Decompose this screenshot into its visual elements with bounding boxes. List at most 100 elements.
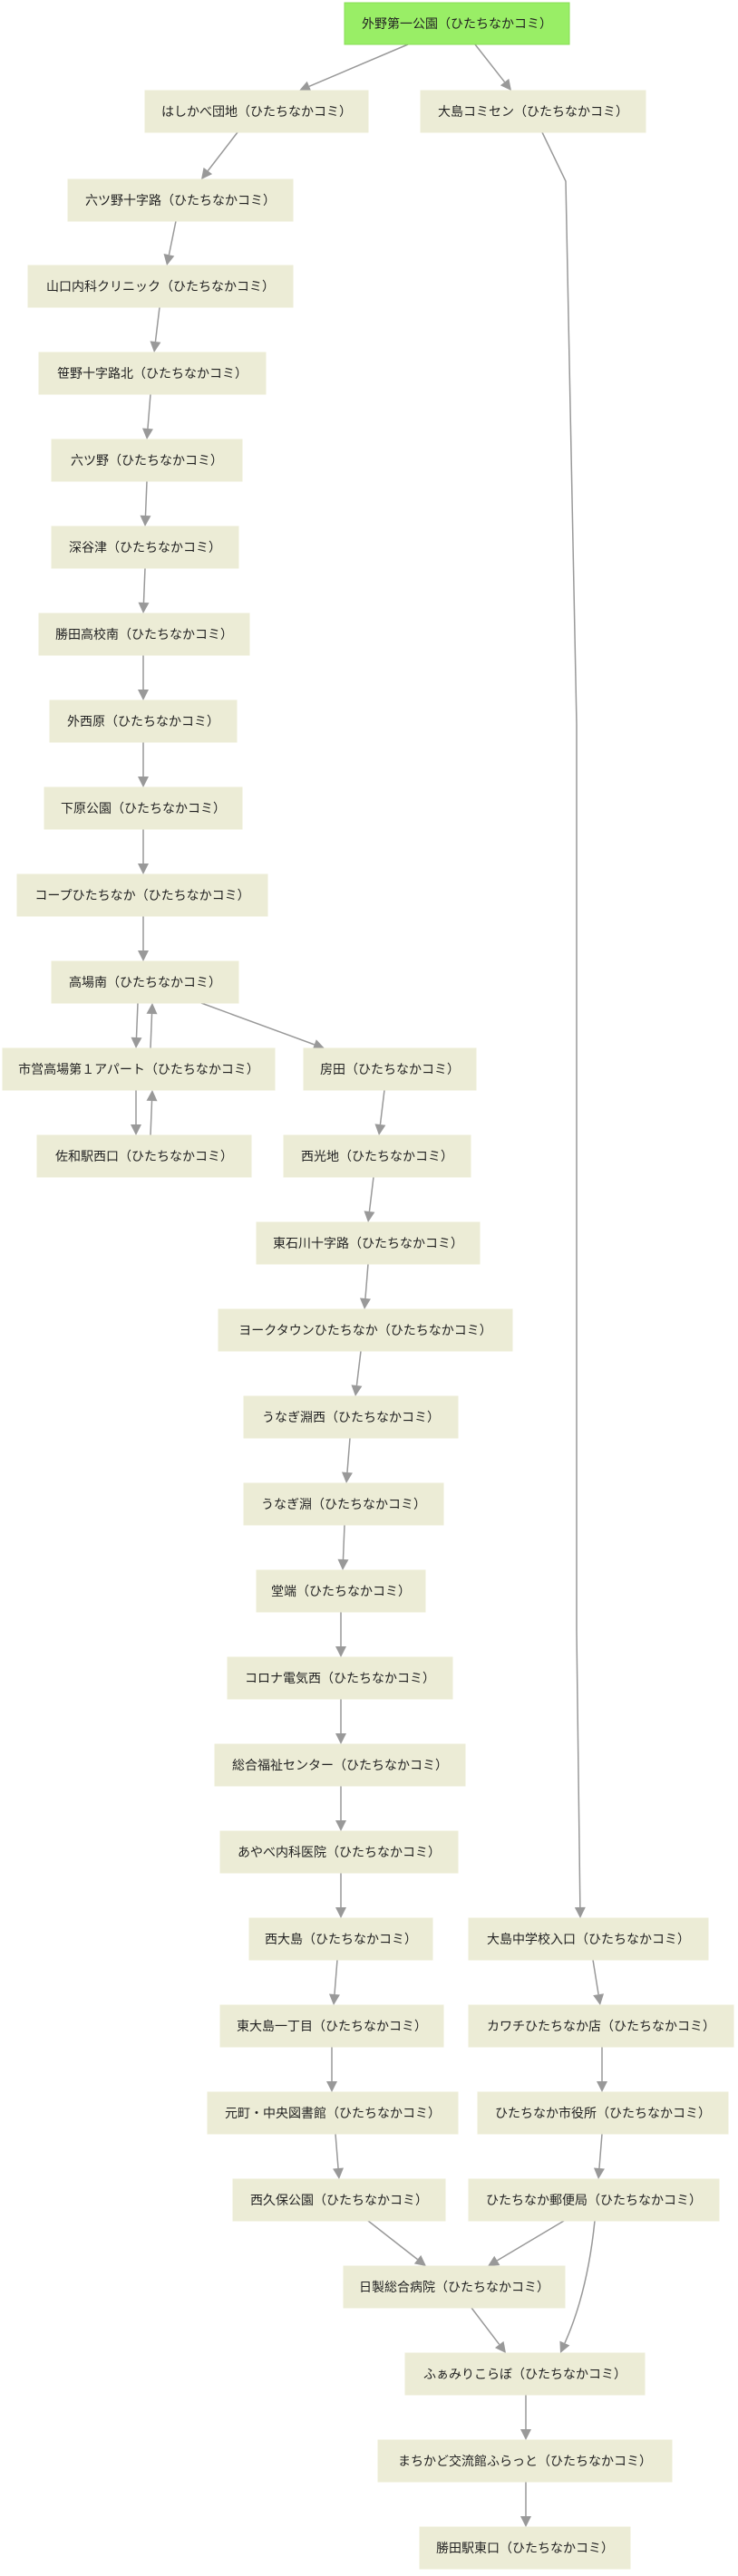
node-label: 高場南（ひたちなかコミ） (69, 975, 221, 990)
edge-line (147, 393, 151, 429)
node-label: カワチひたちなか店（ひたちなかコミ） (487, 2020, 715, 2034)
node-label: 外野第一公園（ひたちなかコミ） (362, 16, 552, 32)
node-label: コロナ電気西（ひたちなかコミ） (245, 1672, 435, 1686)
arrow-head-icon (335, 1646, 346, 1657)
node-label: 総合福祉センター（ひたちなかコミ） (232, 1759, 448, 1773)
arrow-head-icon (138, 777, 149, 787)
node-label: 勝田高校南（ひたちなかコミ） (55, 627, 233, 642)
node-label: 西久保公園（ひたちなかコミ） (250, 2194, 428, 2208)
edge-line (598, 2133, 603, 2169)
node-box (377, 2439, 673, 2483)
arrow-head-icon (520, 2429, 531, 2440)
stop-node-n12: 高場南（ひたちなかコミ） (51, 960, 239, 1004)
stop-node-n9: 外西原（ひたちなかコミ） (49, 699, 238, 743)
stop-node-n26: 大島中学校入口（ひたちなかコミ） (468, 1917, 709, 1961)
stop-node-n22: コロナ電気西（ひたちなかコミ） (227, 1656, 453, 1700)
node-box (420, 90, 646, 133)
edge-n28-n30 (597, 2047, 607, 2092)
arrow-head-icon (559, 2340, 570, 2353)
edge-line (364, 1263, 369, 1299)
stop-node-n34: ふぁみりこらぼ（ひたちなかコミ） (404, 2352, 646, 2396)
edge-n12-n14 (200, 1002, 325, 1050)
stop-node-n33: 日製総合病院（ひたちなかコミ） (343, 2265, 566, 2309)
node-box (38, 613, 250, 656)
edge-n0-n2 (474, 43, 511, 91)
arrow-head-icon (488, 2255, 500, 2266)
edge-line (564, 2220, 596, 2344)
node-box (468, 2178, 720, 2222)
arrow-head-icon (140, 515, 151, 526)
arrow-head-icon (146, 1090, 158, 1102)
arrow-head-icon (131, 1037, 142, 1048)
edge-line (379, 1089, 385, 1125)
edge-n1-n3 (201, 131, 238, 179)
node-box (67, 178, 294, 222)
arrow-head-icon (494, 2340, 506, 2353)
arrow-head-icon (593, 2167, 605, 2179)
node-box (404, 2352, 646, 2396)
node-box (214, 1743, 466, 1787)
arrow-head-icon (138, 863, 149, 874)
node-box (218, 1308, 513, 1352)
arrow-head-icon (337, 1558, 349, 1570)
node-label: まちかど交流館ふらっと（ひたちなかコミ） (398, 2454, 652, 2469)
arrow-head-icon (520, 2516, 531, 2527)
stop-node-n11: コープひたちなか（ひたちなかコミ） (16, 873, 268, 917)
arrow-head-icon (335, 1907, 346, 1918)
node-label: 山口内科クリニック（ひたちなかコミ） (46, 280, 275, 294)
edge-line (154, 306, 160, 343)
stop-node-n7: 深谷津（ひたちなかコミ） (51, 526, 239, 569)
edge-n32-n33 (488, 2220, 565, 2266)
node-box (468, 2004, 734, 2048)
node-label: 佐和駅西口（ひたちなかコミ） (55, 1150, 233, 1164)
edge-line (355, 1350, 362, 1386)
node-label: 勝田駅東口（ひたちなかコミ） (436, 2542, 614, 2556)
node-label: 外西原（ひたちなかコミ） (67, 715, 219, 729)
stop-node-n32: ひたちなか郵便局（ひたちなかコミ） (468, 2178, 720, 2222)
edge-n5-n6 (141, 393, 153, 439)
stop-node-n27: 東大島一丁目（ひたちなかコミ） (219, 2004, 444, 2048)
stop-node-n30: ひたちなか市役所（ひたちなかコミ） (477, 2091, 729, 2135)
stop-node-n15: 佐和駅西口（ひたちなかコミ） (36, 1134, 252, 1178)
edge-n18-n19 (351, 1350, 363, 1396)
stop-node-n20: うなぎ淵（ひたちなかコミ） (243, 1482, 444, 1526)
edge-n10-n11 (138, 829, 149, 874)
node-box (227, 1656, 453, 1700)
edge-n9-n10 (138, 742, 149, 787)
node-label: ひたちなか市役所（ひたちなかコミ） (495, 2106, 711, 2121)
arrow-head-icon (413, 2254, 426, 2266)
node-label: 笹野十字路北（ひたちなかコミ） (57, 367, 248, 381)
stop-node-n31: 西久保公園（ひたちなかコミ） (232, 2178, 446, 2222)
node-box (38, 352, 267, 395)
edge-line (168, 220, 177, 256)
node-box (144, 90, 369, 133)
node-box (343, 2265, 566, 2309)
edge-n35-n36 (520, 2482, 531, 2527)
stop-node-n16: 西光地（ひたちなかコミ） (283, 1134, 471, 1178)
edge-line (471, 2307, 500, 2345)
edge-n32-n34 (559, 2220, 596, 2353)
edge-line (334, 1959, 338, 1995)
edge-line (367, 2220, 419, 2261)
edge-n13-n12 (146, 1003, 158, 1049)
arrow-head-icon (138, 690, 149, 700)
edge-n29-n31 (333, 2133, 345, 2179)
arrow-head-icon (163, 254, 175, 265)
node-box (243, 1482, 444, 1526)
edge-n22-n23 (335, 1699, 346, 1744)
stop-node-n36: 勝田駅東口（ひたちなかコミ） (419, 2526, 631, 2570)
edge-n26-n28 (592, 1959, 605, 2005)
stop-node-n2: 大島コミセン（ひたちなかコミ） (420, 90, 646, 133)
stop-node-n19: うなぎ淵西（ひたちなかコミ） (243, 1395, 459, 1439)
edge-line (592, 1959, 599, 1995)
edge-n17-n18 (359, 1263, 371, 1309)
arrow-head-icon (597, 2081, 607, 2092)
node-box (51, 960, 239, 1004)
edge-n34-n35 (520, 2395, 531, 2440)
node-box (51, 439, 243, 482)
arrow-head-icon (138, 602, 150, 613)
node-box (207, 2091, 459, 2135)
edge-n3-n4 (163, 220, 177, 265)
arrow-head-icon (131, 1124, 141, 1135)
